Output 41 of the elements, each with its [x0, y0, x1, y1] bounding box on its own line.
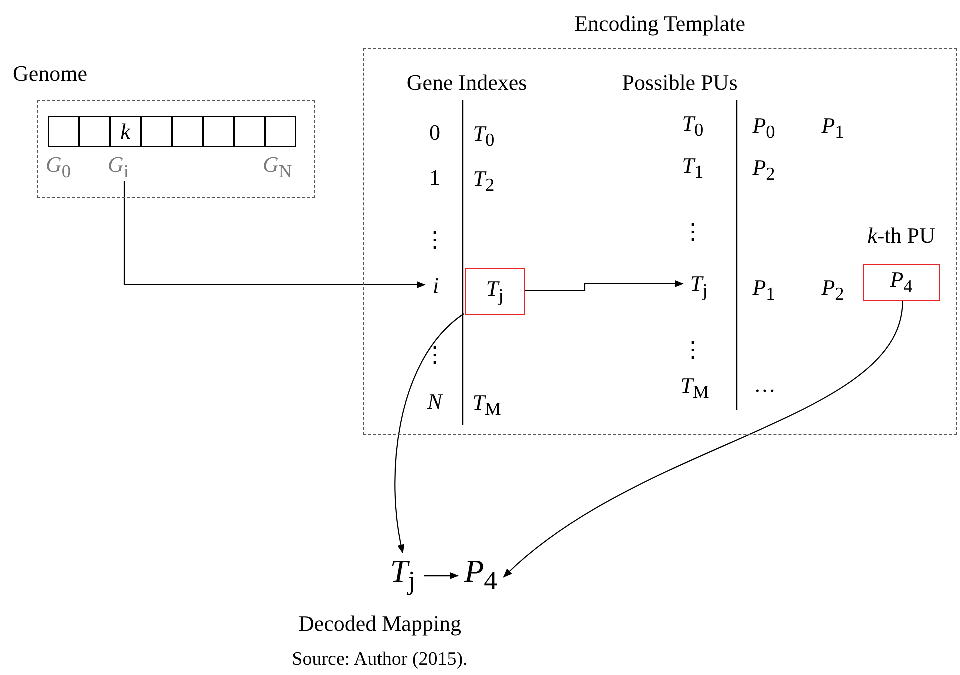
arrow: [394, 314, 464, 554]
arrow: [503, 300, 904, 578]
ellipsis: ⋮: [682, 219, 704, 245]
pu-label: k-th PU: [868, 223, 936, 249]
table-entry: T$_{2}$: [473, 166, 495, 196]
gene-label: G$_{N}$: [263, 152, 292, 182]
table-entry: P$_{1}$: [752, 274, 776, 306]
table-entry: i: [426, 271, 446, 301]
table-entry: T$_{M}$: [472, 390, 502, 420]
group-heading: Genome: [13, 61, 88, 87]
ellipsis: ⋮: [424, 227, 446, 253]
table-entry: T$_{0}$: [473, 120, 495, 152]
table-entry: N: [428, 389, 442, 415]
table-entry: P$_{2}$: [822, 274, 844, 306]
column-heading: Possible PUs: [622, 70, 738, 96]
gene-label: G$_{0}$: [46, 152, 72, 182]
table-entry: T$_{1}$: [682, 152, 704, 184]
gene-label: G$_{i}$: [108, 152, 129, 182]
ellipsis: ⋮: [424, 342, 446, 368]
mapping-term: P$_{4}$: [458, 553, 504, 597]
table-entry: P$_{1}$: [822, 112, 844, 144]
table-entry: P$_{0}$: [752, 112, 776, 144]
arrow: [424, 572, 459, 580]
mapping-caption: Decoded Mapping: [298, 611, 462, 637]
table-entry: P$_{2}$: [752, 154, 776, 186]
caption: Source: Author (2015).: [292, 649, 468, 671]
mapping-term: T$_{j}$: [382, 553, 424, 597]
arrow: [124, 181, 426, 289]
gene-cell: k: [110, 116, 141, 147]
table-entry: 1: [430, 165, 440, 191]
arrow: [524, 280, 684, 292]
group-heading: Encoding Template: [574, 11, 746, 37]
ellipsis: …: [754, 372, 776, 398]
table-entry: T$_{0}$: [682, 110, 704, 142]
ellipsis: ⋮: [682, 337, 704, 363]
column-heading: Gene Indexes: [406, 70, 528, 96]
table-entry: T$_{M}$: [680, 372, 710, 404]
table-entry: T$_{j}$: [684, 269, 714, 303]
highlight-box: T$_{j}$: [465, 268, 525, 315]
table-entry: 0: [430, 120, 440, 146]
highlight-box: P$_{4}$: [863, 264, 940, 301]
